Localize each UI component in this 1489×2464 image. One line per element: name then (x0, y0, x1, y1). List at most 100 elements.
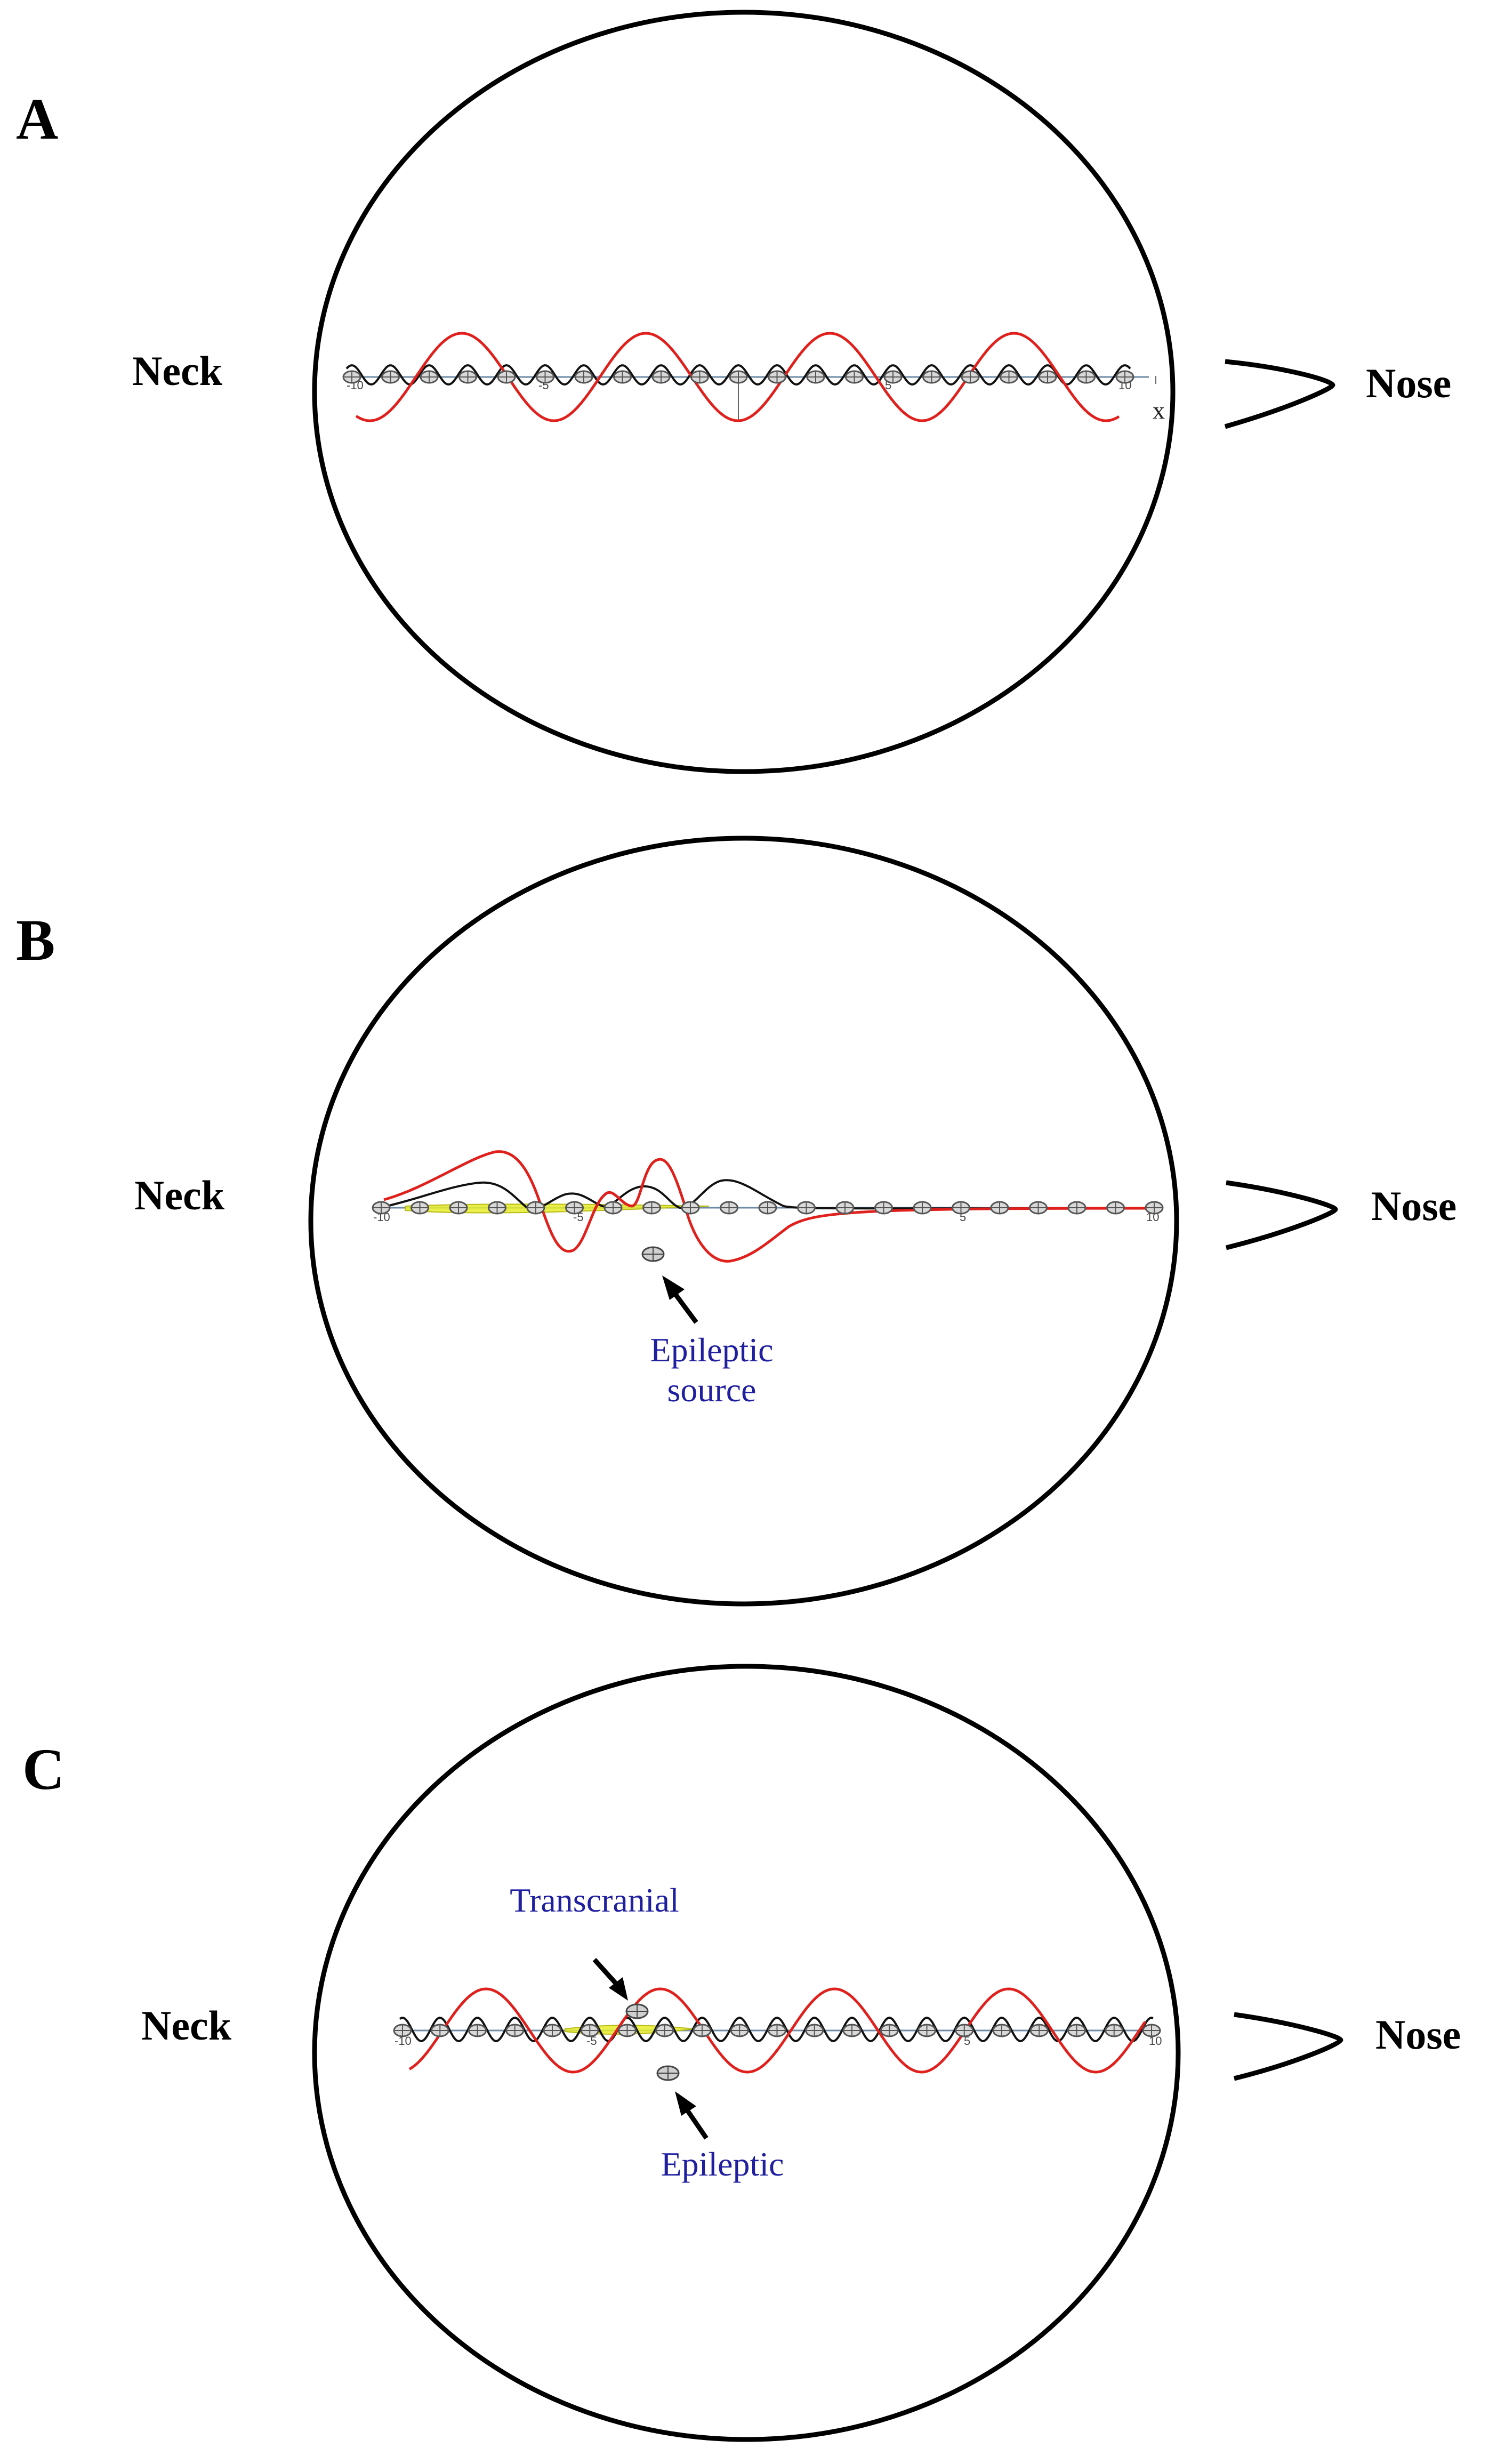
panel-a-electrode-icon (961, 370, 980, 384)
panel-c-nose-icon (1233, 2012, 1343, 2081)
panel-b-electrode-icon (835, 1201, 855, 1215)
panel-b-plot (372, 1150, 1164, 1263)
panel-a-neck-label: Neck (132, 348, 223, 394)
panel-a-electrode-icon (574, 370, 593, 384)
panel-c-electrode-icon (618, 2024, 637, 2037)
panel-b-arrow-icon (662, 1275, 698, 1324)
panel-c-black-wave (399, 2016, 1154, 2043)
panel-c-head-outline-icon (312, 1664, 1181, 2442)
panel-b-label: B (16, 908, 55, 973)
panel-a-electrode-icon (806, 370, 825, 384)
panel-c-electrode-icon (655, 2024, 674, 2037)
panel-b-electrode-icon (797, 1201, 816, 1215)
panel-a-electrode-icon (1077, 370, 1096, 384)
panel-c-transcranial-label: Transcranial (510, 1881, 679, 1919)
panel-c-tick-5: 5 (964, 2034, 970, 2048)
panel-a-electrode-icon (381, 370, 400, 384)
panel-c-electrode-icon (393, 2024, 412, 2037)
panel-a: A Neck Nose x -10 -5 5 10 (16, 10, 1451, 774)
panel-c-electrode-icon (693, 2024, 712, 2037)
panel-c-epileptic-source-marker (656, 2065, 680, 2081)
panel-b-head-outline-icon (308, 836, 1179, 1607)
panel-a-electrode-icon (458, 370, 477, 384)
panel-b-nose-icon (1225, 1180, 1338, 1250)
panel-c-transcranial-source-marker (625, 2003, 649, 2019)
panel-b-electrode-icon (913, 1201, 932, 1215)
panel-a-electrode-icon (768, 370, 786, 384)
panel-c-neck-label: Neck (141, 2002, 232, 2049)
panel-a-electrode-icon (1115, 370, 1134, 384)
panel-a-electrode-icon (883, 370, 903, 384)
panel-c-electrode-icon (805, 2024, 824, 2037)
panel-b: B Neck Nose -10 -5 5 10 Epileptic source (16, 836, 1456, 1607)
panel-b-electrode-icon (449, 1201, 468, 1215)
panel-b-epileptic-label: Epileptic (650, 1331, 773, 1369)
panel-c-plot (393, 1987, 1161, 2074)
panel-b-electrode-icon (526, 1201, 545, 1215)
panel-c-electrode-icon (1067, 2024, 1086, 2037)
panel-c-electrode-icon (580, 2024, 599, 2037)
panel-c-electrode-icon (768, 2024, 786, 2037)
panel-a-electrode-icon (342, 370, 361, 384)
panel-c-red-wave (408, 1987, 1147, 2074)
panel-b-electrode-icon (411, 1201, 429, 1215)
panel-b-electrode-icon (758, 1201, 777, 1215)
panel-a-plot (342, 332, 1149, 422)
panel-b-electrode-icon (372, 1201, 391, 1215)
panel-c-electrode-icon (1142, 2024, 1161, 2037)
panel-a-electrode-icon (729, 370, 748, 384)
panel-b-electrode-icon (681, 1201, 700, 1215)
panel-b-electrode-icon (1029, 1201, 1048, 1215)
panel-c-electrode-icon (880, 2024, 899, 2037)
panel-a-electrode-icon (1038, 370, 1057, 384)
panel-c-electrode-icon (730, 2024, 749, 2037)
panel-a-electrode-icon (845, 370, 864, 384)
panel-c-epileptic-label: Epileptic (661, 2145, 784, 2183)
panel-b-electrode-icon (720, 1201, 738, 1215)
panel-b-electrode-icon (952, 1201, 970, 1215)
panel-a-label: A (16, 86, 58, 151)
panel-b-neck-label: Neck (134, 1172, 225, 1218)
panel-c: C Neck Nose -10 -5 5 10 Transcranial Epi… (22, 1664, 1461, 2442)
panel-b-electrode-icon (488, 1201, 506, 1215)
panel-a-nose-label: Nose (1366, 360, 1451, 406)
panel-b-electrode-icon (565, 1201, 584, 1215)
panel-c-electrode-icon (1105, 2024, 1124, 2037)
panel-a-electrode-icon (613, 370, 632, 384)
panel-c-electrode-icon (543, 2024, 562, 2037)
panel-c-transcranial-arrow-icon (592, 1957, 628, 2001)
panel-c-electrode-icon (992, 2024, 1011, 2037)
panel-a-red-wave (355, 332, 1120, 422)
panel-b-electrode-icon (603, 1201, 623, 1215)
panel-a-black-wave (345, 364, 1131, 386)
panel-b-electrode-icon (1106, 1201, 1125, 1215)
panel-c-electrode-icon (468, 2024, 487, 2037)
panel-c-electrode-icon (430, 2024, 449, 2037)
panel-a-electrode-icon (536, 370, 554, 384)
panel-c-epileptic-arrow-icon (675, 2091, 709, 2140)
panel-c-nose-label: Nose (1375, 2011, 1461, 2058)
panel-b-nose-label: Nose (1371, 1183, 1456, 1229)
panel-b-electrode-icon (1067, 1201, 1086, 1215)
panel-a-nose-icon (1224, 359, 1335, 429)
panel-a-electrode-icon (420, 370, 439, 384)
panel-a-electrode-icon (1000, 370, 1018, 384)
panel-b-source-label: source (667, 1371, 756, 1409)
panel-a-head-outline-icon (312, 10, 1176, 774)
panel-b-electrode-icon (874, 1201, 893, 1215)
panel-c-electrode-icon (842, 2024, 862, 2037)
panel-c-electrode-icon (955, 2024, 974, 2037)
panel-c-tick-neg5: -5 (586, 2034, 597, 2048)
panel-b-electrode-icon (1145, 1201, 1164, 1215)
panel-c-electrode-icon (505, 2024, 525, 2037)
panel-a-axis-label: x (1153, 397, 1165, 424)
panel-b-electrode-icon (990, 1201, 1009, 1215)
panel-c-label: C (22, 1737, 65, 1802)
panel-c-electrode-icon (1029, 2024, 1049, 2037)
panel-a-electrode-icon (651, 370, 671, 384)
panel-a-electrode-icon (690, 370, 709, 384)
panel-a-electrode-icon (922, 370, 941, 384)
panel-b-epileptic-source-marker (641, 1246, 665, 1262)
panel-a-electrode-icon (497, 370, 516, 384)
